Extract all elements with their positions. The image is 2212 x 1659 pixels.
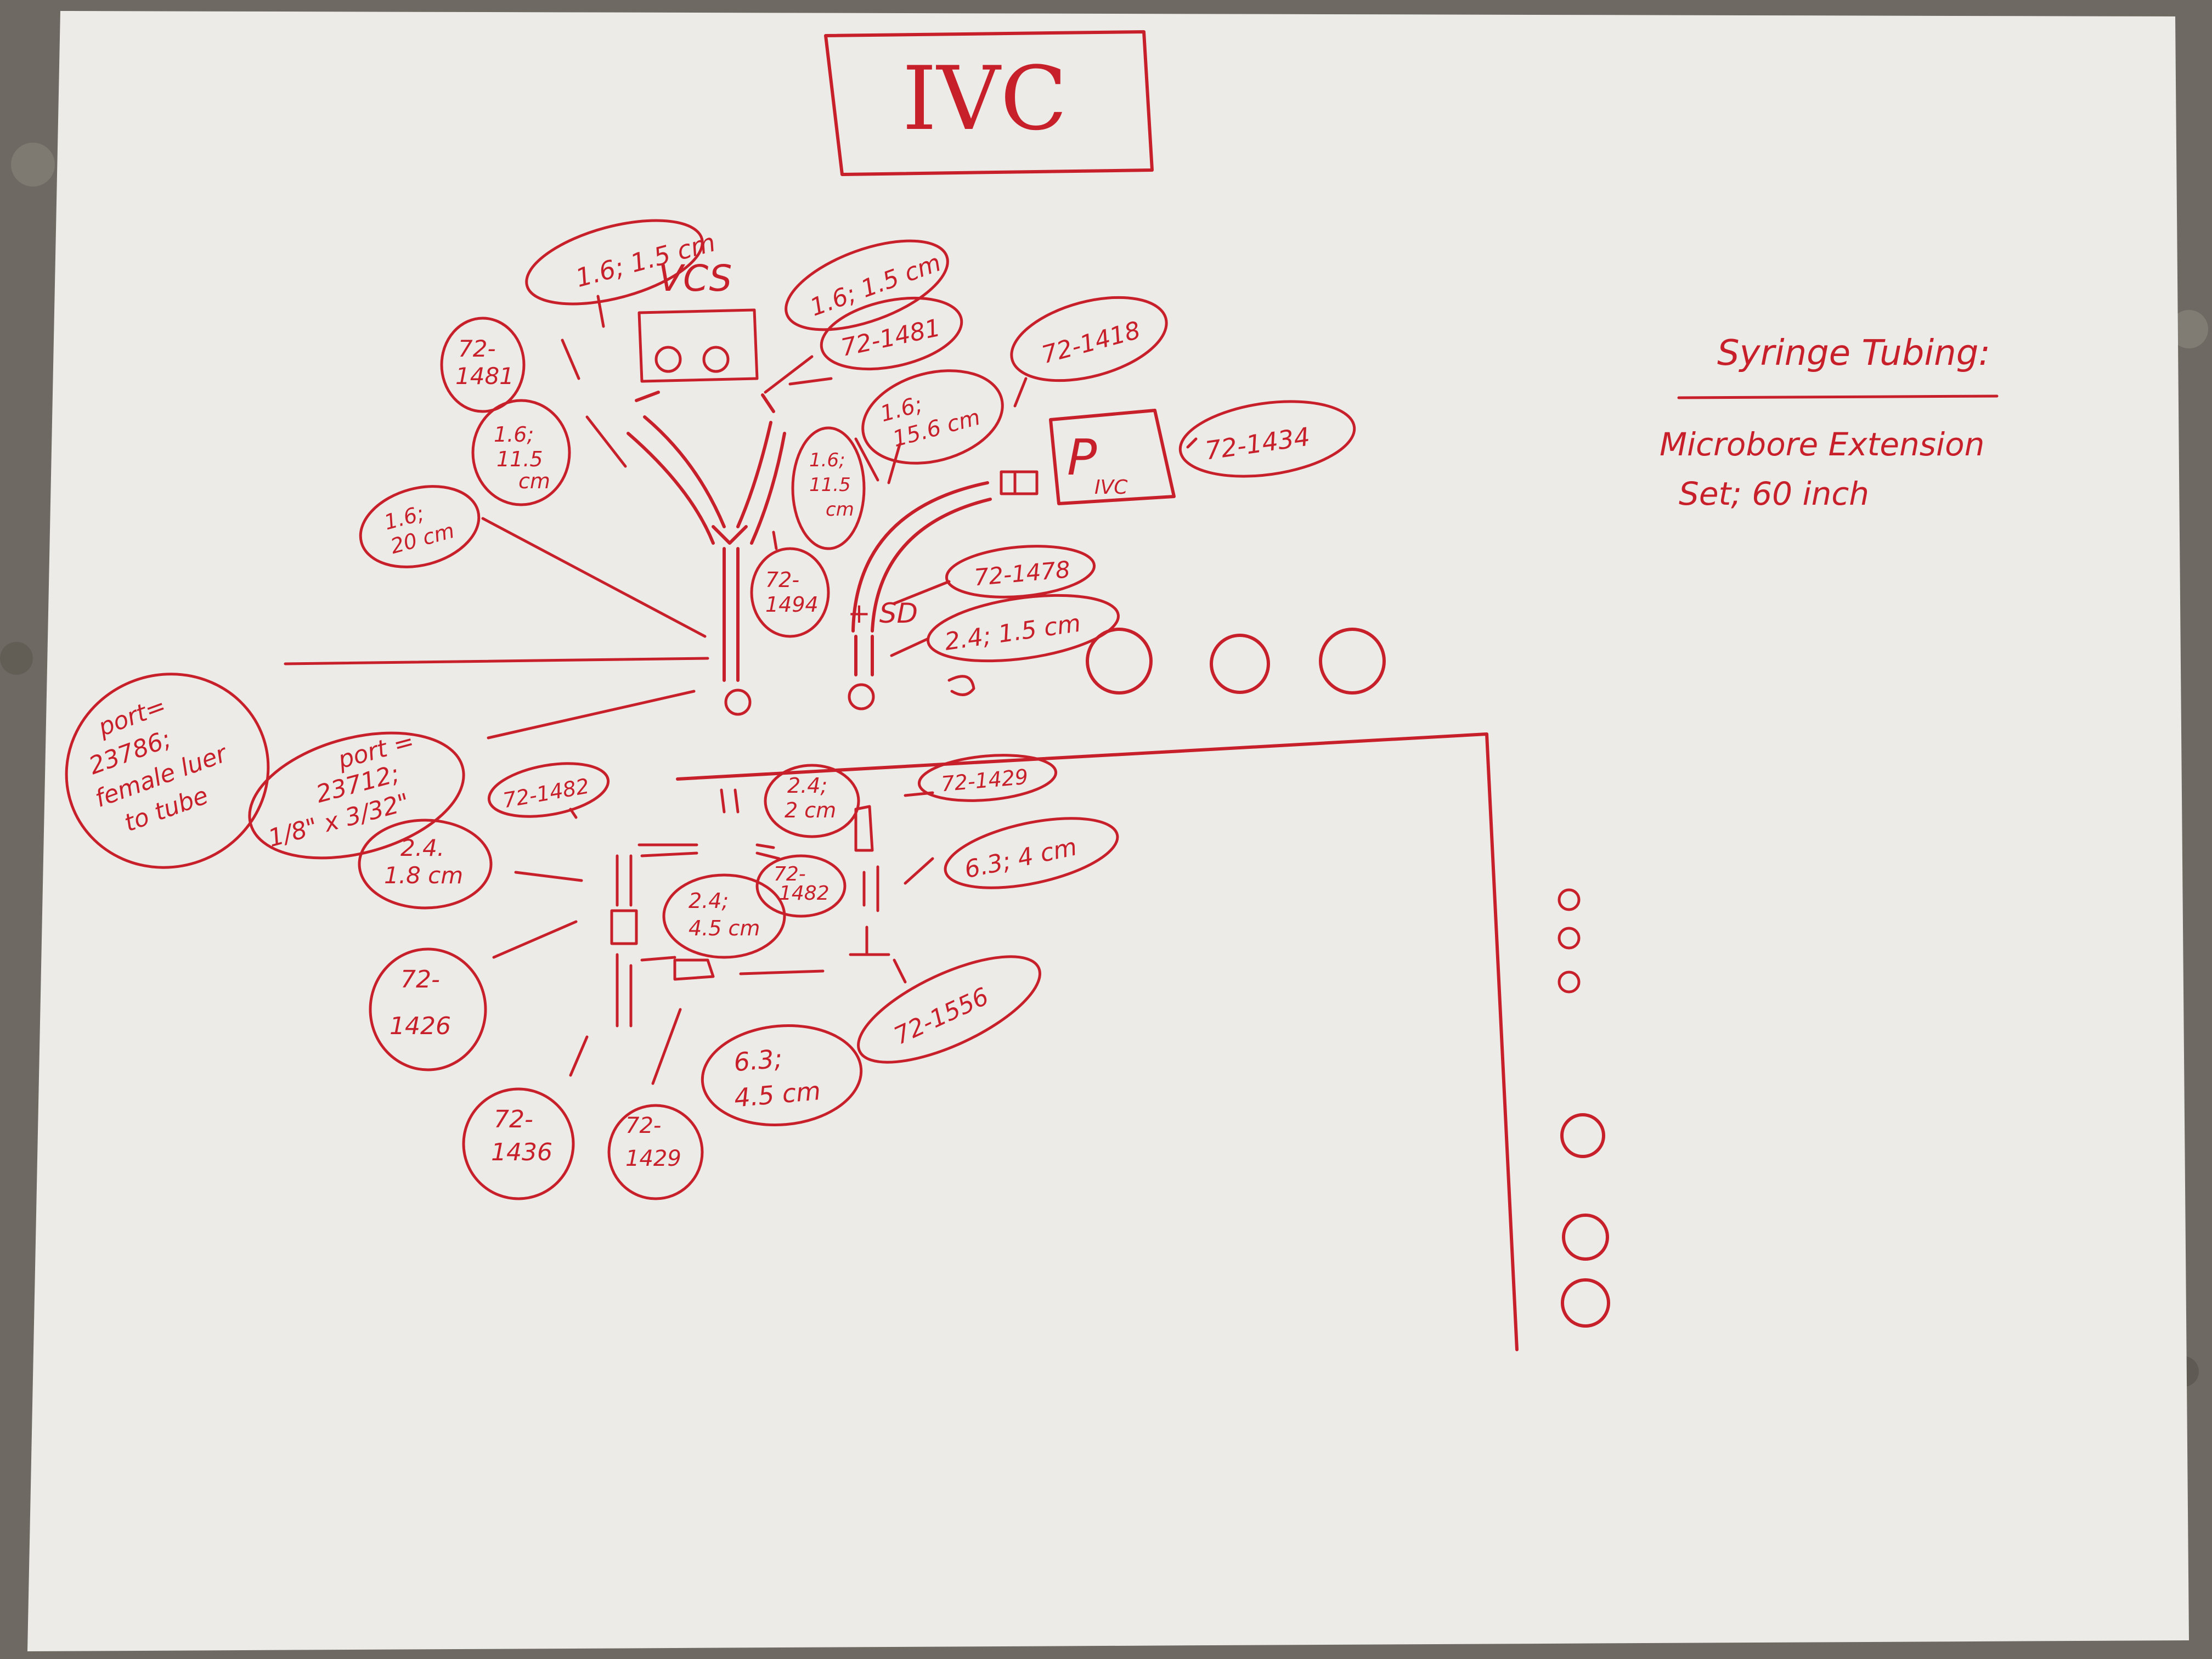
label-bubble: 2.4; 4.5 cm [662,873,786,959]
pump-box: P IVC [1049,409,1176,505]
syringe-tubing-note: Syringe Tubing: Microbore Extension Set;… [1660,333,1999,512]
pump-letter: P [1067,429,1097,487]
label-bubble: 72- 1436 [462,1087,575,1200]
bubble-text: cm [518,469,550,493]
bubble-text: 1.6; [809,449,845,471]
arrows [284,295,1198,1085]
bubble-text: 1.8 cm [384,862,463,889]
bubble-text: 2 cm [785,798,836,822]
right-circles [1558,888,1610,1328]
bubble-text: cm [826,499,854,521]
label-bubble: 2.4. 1.8 cm [358,819,493,910]
bubble-text: 6.3; [732,1043,783,1077]
pump-sub: IVC [1094,476,1128,499]
bubble-text: 11.5 [496,447,543,471]
bubble-text: 72- [400,966,440,994]
bubble-text: 1482 [779,882,830,905]
label-bubble: 1.6; 11.5 cm [791,426,866,550]
label-bubble: 1.6; 11.5 cm [471,399,571,506]
title-box: IVC [824,30,1154,176]
bubble-text: 2.4; [787,774,827,798]
syringe-heading: Syringe Tubing: [1717,333,1990,374]
bubble-text: 72- [458,335,496,362]
y-tubing [627,391,786,716]
bubble-text: 2.4. [400,834,444,861]
syringe-line-1: Microbore Extension [1660,426,1984,463]
bubble-text: 1481 [455,363,514,390]
bubble-text: 72- [494,1105,533,1133]
bubble-text: 1436 [491,1138,552,1166]
pump-line: + SD [848,470,1039,710]
bubble-text: 4.5 cm [689,916,760,940]
bubble-text: 2.4; [689,889,729,913]
bubble-text: 11.5 [809,474,851,496]
bubble-text: 72- [625,1113,661,1138]
bubble-text: 1426 [390,1012,451,1040]
vcs-chamber: VCS [637,257,759,383]
bubble-text: 1494 [765,592,819,617]
page-title: IVC [902,47,1067,150]
label-bubble: 1.6; 15.6 cm [861,369,1004,465]
bubble-text: 72- [765,568,799,592]
label-bubble: 72- 1429 [607,1104,704,1200]
label-bubble: 72- 1481 [440,317,526,413]
bubble-text: 72- [774,863,806,885]
bubble-text: 1.6; [494,422,534,447]
label-bubble: 72- 1482 [755,854,847,918]
lower-manifold [610,788,890,1028]
paper-sheet [27,11,2189,1651]
syringe-line-2: Set; 60 inch [1679,475,1869,512]
port-circles [947,628,1386,696]
label-bubble: 2.4; 2 cm [764,764,860,838]
bubble-text: 1429 [625,1146,681,1171]
label-bubble: 72- 1494 [750,547,830,638]
label-bubble: 72- 1426 [369,947,487,1071]
sd-label: + SD [848,597,918,629]
